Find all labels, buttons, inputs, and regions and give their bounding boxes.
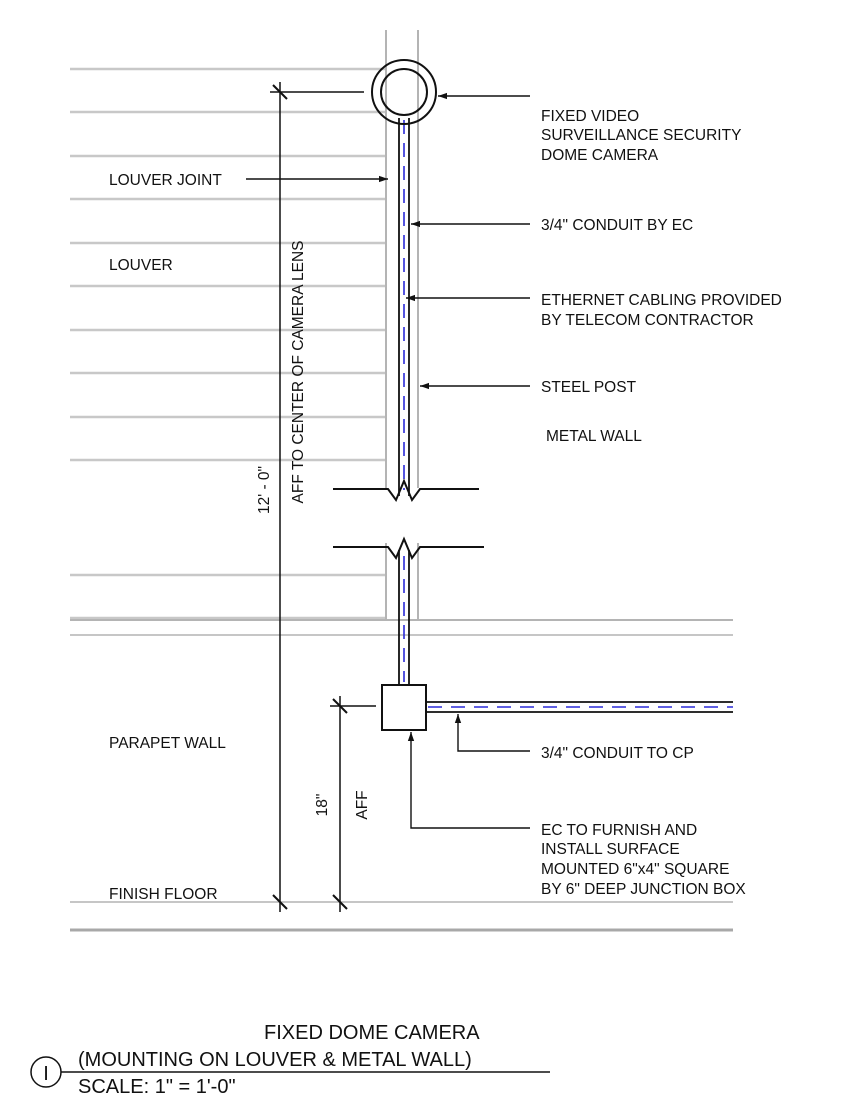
dimension-note-aff-lens: AFF TO CENTER OF CAMERA LENS bbox=[290, 241, 307, 504]
dimension-note-aff: AFF bbox=[354, 790, 371, 819]
label-ethernet: ETHERNET CABLING PROVIDED BY TELECOM CON… bbox=[541, 292, 786, 329]
dimension-12ft bbox=[270, 82, 364, 912]
title-main: FIXED DOME CAMERA bbox=[264, 1022, 480, 1044]
label-conduit-by-ec: 3/4" CONDUIT BY EC bbox=[541, 217, 693, 234]
parapet-top-line bbox=[70, 619, 733, 636]
louver-lines-upper bbox=[70, 67, 386, 462]
detail-number: I bbox=[43, 1063, 49, 1085]
louver-lines-lower bbox=[70, 573, 386, 620]
title-block: I FIXED DOME CAMERA (MOUNTING ON LOUVER … bbox=[30, 1022, 550, 1098]
break-line bbox=[333, 478, 484, 561]
leader-lines bbox=[246, 92, 530, 829]
steel-post bbox=[385, 30, 419, 620]
label-conduit-to-cp: 3/4" CONDUIT TO CP bbox=[541, 745, 694, 762]
leader-conduit-to-cp bbox=[454, 714, 530, 752]
label-finish-floor: FINISH FLOOR bbox=[109, 886, 218, 903]
label-camera: FIXED VIDEO SURVEILLANCE SECURITY DOME C… bbox=[541, 108, 745, 164]
dimension-label-18in: 18" bbox=[314, 794, 331, 817]
conduit-horizontal bbox=[426, 701, 733, 713]
label-metal-wall: METAL WALL bbox=[546, 428, 642, 445]
label-steel-post: STEEL POST bbox=[541, 379, 637, 396]
dimension-18in bbox=[330, 696, 376, 912]
junction-box bbox=[381, 684, 427, 731]
label-louver: LOUVER bbox=[109, 257, 173, 274]
finish-floor-line bbox=[70, 901, 733, 932]
conduit-vertical bbox=[398, 118, 410, 685]
title-scale: SCALE: 1" = 1'-0" bbox=[78, 1076, 236, 1098]
label-louver-joint: LOUVER JOINT bbox=[109, 172, 222, 189]
label-junction-box: EC TO FURNISH AND INSTALL SURFACE MOUNTE… bbox=[541, 822, 746, 898]
leader-junction-box bbox=[407, 732, 530, 829]
title-subtitle: (MOUNTING ON LOUVER & METAL WALL) bbox=[78, 1049, 472, 1071]
dome-camera bbox=[371, 59, 437, 125]
label-parapet-wall: PARAPET WALL bbox=[109, 735, 226, 752]
dimension-label-12ft: 12' - 0" bbox=[256, 466, 273, 514]
